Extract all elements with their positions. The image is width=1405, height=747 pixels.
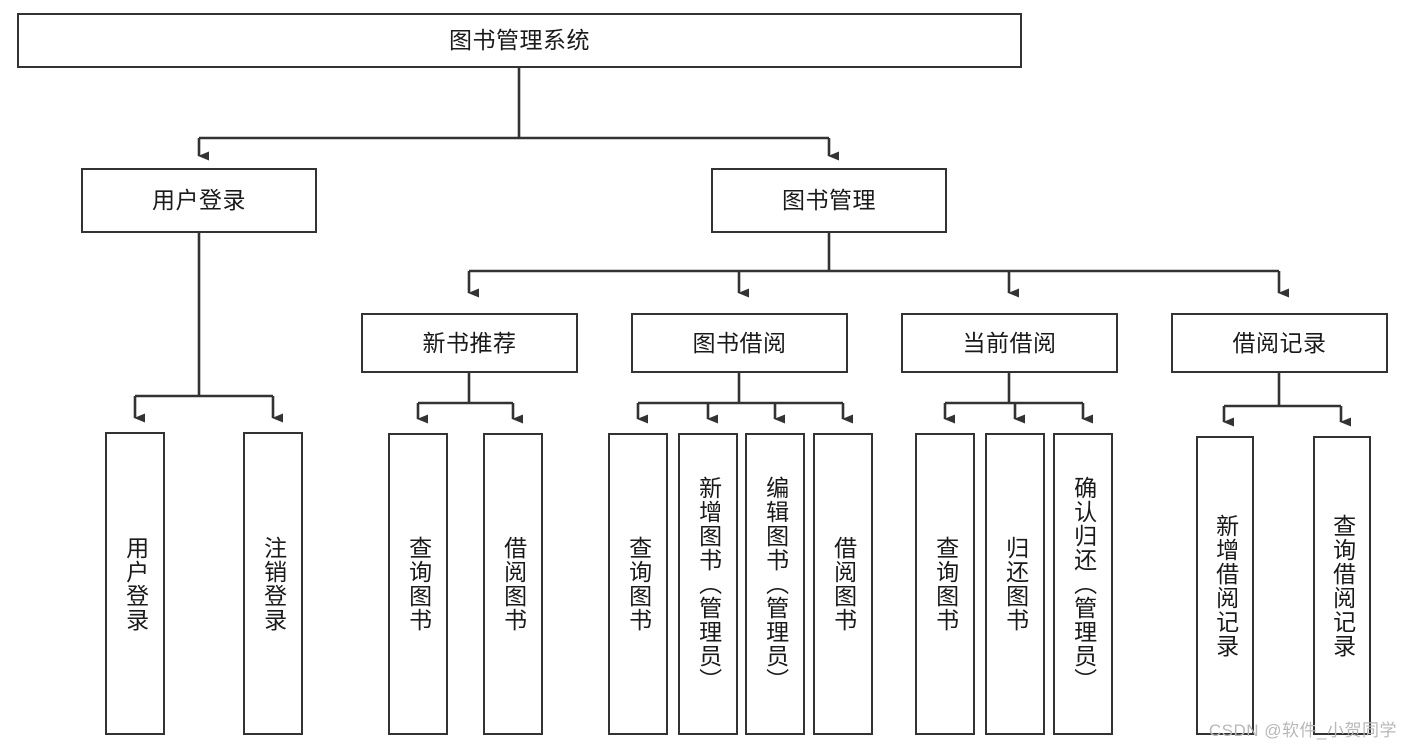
node-user-login[interactable]: 用户登录 [81, 168, 317, 233]
node-label: 查询借阅记录 [1329, 513, 1356, 658]
node-label: 查询图书 [932, 536, 959, 632]
node-label: 确认归还（管理员） [1070, 476, 1097, 692]
node-leaf-query-record[interactable]: 查询借阅记录 [1313, 436, 1371, 735]
node-leaf-query-book-3[interactable]: 查询图书 [915, 433, 975, 735]
node-label: 借阅图书 [830, 536, 857, 632]
node-book-borrow[interactable]: 图书借阅 [631, 313, 848, 373]
node-label: 图书管理系统 [449, 27, 590, 54]
node-label: 新书推荐 [422, 329, 517, 356]
node-book-manage[interactable]: 图书管理 [711, 168, 947, 233]
node-leaf-borrow-book-1[interactable]: 借阅图书 [483, 433, 543, 735]
node-label: 查询图书 [405, 536, 432, 632]
node-label: 编辑图书（管理员） [762, 476, 789, 692]
node-label: 图书借阅 [692, 329, 787, 356]
node-borrow-record[interactable]: 借阅记录 [1171, 313, 1388, 373]
node-label: 借阅记录 [1232, 329, 1327, 356]
node-leaf-query-book-1[interactable]: 查询图书 [388, 433, 448, 735]
node-leaf-return-book[interactable]: 归还图书 [985, 433, 1045, 735]
node-label: 查询图书 [625, 536, 652, 632]
node-label: 用户登录 [152, 187, 246, 214]
node-leaf-add-book[interactable]: 新增图书（管理员） [678, 433, 738, 735]
node-leaf-confirm-return[interactable]: 确认归还（管理员） [1053, 433, 1113, 735]
node-leaf-user-login[interactable]: 用户登录 [105, 432, 165, 735]
node-new-book-recommend[interactable]: 新书推荐 [361, 313, 578, 373]
node-label: 归还图书 [1002, 536, 1029, 632]
node-leaf-add-record[interactable]: 新增借阅记录 [1196, 436, 1254, 735]
node-leaf-query-book-2[interactable]: 查询图书 [608, 433, 668, 735]
node-label: 图书管理 [782, 187, 876, 214]
node-root-book-management-system[interactable]: 图书管理系统 [17, 13, 1022, 68]
node-leaf-edit-book[interactable]: 编辑图书（管理员） [745, 433, 805, 735]
node-label: 注销登录 [260, 535, 287, 632]
node-label: 新增借阅记录 [1212, 513, 1239, 658]
node-leaf-borrow-book-2[interactable]: 借阅图书 [813, 433, 873, 735]
node-current-borrow[interactable]: 当前借阅 [901, 313, 1118, 373]
node-label: 用户登录 [122, 535, 149, 632]
node-label: 新增图书（管理员） [695, 476, 722, 692]
node-leaf-user-logout[interactable]: 注销登录 [243, 432, 303, 735]
node-label: 借阅图书 [500, 536, 527, 632]
node-label: 当前借阅 [962, 329, 1057, 356]
